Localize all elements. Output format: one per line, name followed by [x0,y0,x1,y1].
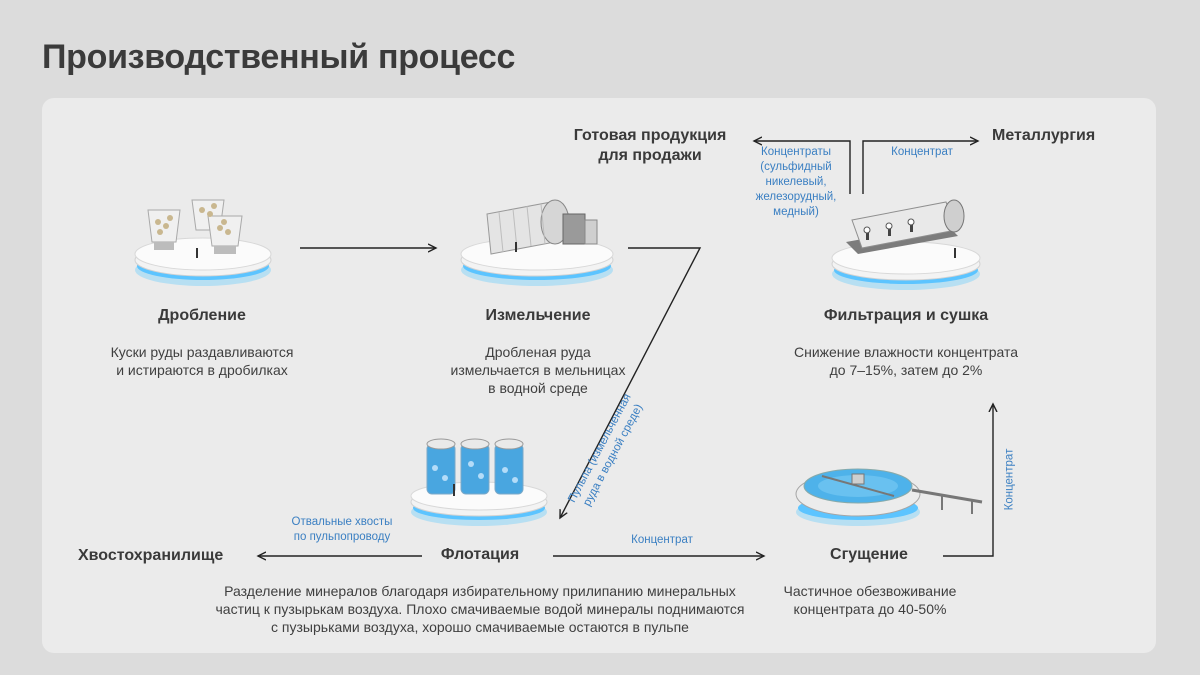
page-title: Производственный процесс [42,38,516,76]
stage-title-flotation: Флотация [440,546,520,563]
destination-tailings: Хвостохранилище [78,547,224,564]
stage-desc-grinding: Дробленая руда измельчается в мельницах … [450,344,626,396]
stage-desc-thickening: Частичное обезвоживание концентрата до 4… [783,583,957,617]
destination-metallurgy: Металлургия [992,127,1096,144]
flow-label-concentrate-flotation: Концентрат [631,534,693,546]
thickener-icon [795,468,983,526]
stage-title-crushing: Дробление [158,307,246,324]
flow-label-tailings: Отвальные хвосты по пульпопроводу [291,516,393,543]
destination-products: Готовая продукция для продажи [573,127,727,164]
ball-mill-icon [460,199,614,286]
filter-dryer-icon [831,199,981,290]
flow-label-concentrate-metallurgy: Концентрат [891,146,953,158]
flotation-cells-icon [410,438,548,526]
stage-title-grinding: Измельчение [485,307,591,324]
stage-title-thickening: Сгущение [830,546,908,563]
stage-desc-filtration: Снижение влажности концентрата до 7–15%,… [793,344,1018,378]
stage-title-filtration: Фильтрация и сушка [823,307,989,324]
crusher-icon [134,199,272,286]
stage-desc-crushing: Куски руды раздавливаются и истираются в… [110,344,294,378]
flow-label-concentrates: Концентраты (сульфидный никелевый, желез… [755,146,837,218]
flow-label-concentrate-thickening: Концентрат [1003,448,1016,511]
stage-desc-flotation: Разделение минералов благодаря избирател… [215,583,745,635]
